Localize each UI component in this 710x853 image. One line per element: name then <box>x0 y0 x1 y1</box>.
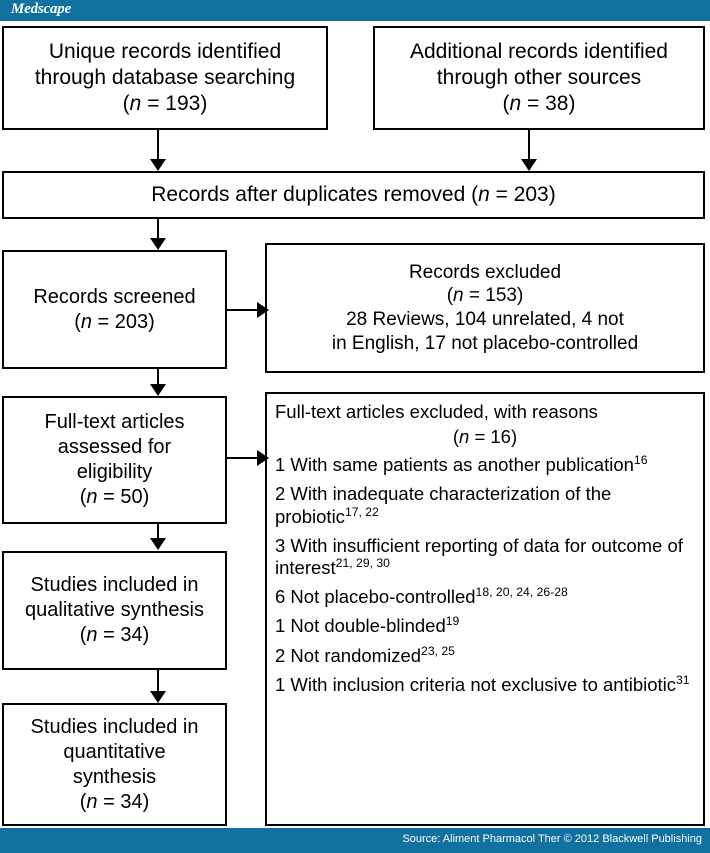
arrowhead-fulltext-to-excluded <box>257 450 269 466</box>
node-line: assessed for <box>57 436 172 458</box>
node-heading: Full-text articles excluded, with reason… <box>275 401 598 422</box>
source-attribution: Source: Aliment Pharmacol Ther © 2012 Bl… <box>402 833 702 845</box>
node-line: Records screened <box>33 285 196 308</box>
exclusion-reason: 1 Not double-blinded19 <box>275 614 460 637</box>
node-count: (n = 34) <box>79 790 150 813</box>
arrowhead-dedupe-to-screened <box>150 238 166 250</box>
exclusion-reason: 2 With inadequate characterization of th… <box>275 483 612 527</box>
node-records-excluded: Records excluded (n = 153) 28 Reviews, 1… <box>265 243 705 373</box>
node-count: (n = 38) <box>502 92 576 116</box>
node-count: (n = 203) <box>74 310 155 333</box>
connector-dedupe-to-screened <box>157 219 159 239</box>
medscape-logo: Medscape <box>11 1 72 17</box>
connector-qualitative-to-quantitative <box>157 670 159 692</box>
medscape-header-bar: Medscape <box>0 0 710 21</box>
arrowhead-screened-to-excluded <box>257 302 269 318</box>
connector-fulltext-to-qualitative <box>157 524 159 539</box>
node-line: through other sources <box>436 65 642 89</box>
node-line: through database searching <box>34 65 296 89</box>
node-line: Unique records identified <box>48 39 282 63</box>
connector-screened-to-fulltext <box>157 369 159 386</box>
arrowhead-db-to-dedupe <box>150 159 166 171</box>
connector-db-to-dedupe <box>157 130 159 160</box>
node-fulltext-articles-excluded: Full-text articles excluded, with reason… <box>265 392 705 826</box>
node-count: (n = 153) <box>446 285 524 307</box>
exclusion-reason: 2 Not randomized23, 25 <box>275 643 455 666</box>
source-footer-bar: Source: Aliment Pharmacol Ther © 2012 Bl… <box>0 828 710 853</box>
connector-screened-to-excluded <box>227 309 259 311</box>
connector-fulltext-to-excluded <box>227 457 259 459</box>
node-count: (n = 193) <box>122 92 208 116</box>
node-line: qualitative synthesis <box>25 599 204 621</box>
arrowhead-qualitative-to-quantitative <box>150 691 166 703</box>
exclusion-reason: 1 With same patients as another publicat… <box>275 453 648 476</box>
connector-other-to-dedupe <box>528 130 530 160</box>
node-line: eligibility <box>76 461 153 483</box>
node-line: Full-text articles <box>44 411 185 433</box>
node-count: (n = 34) <box>79 624 150 646</box>
node-fulltext-assessed-for-eligibility: Full-text articles assessed for eligibil… <box>2 396 227 524</box>
node-line: synthesis <box>72 765 157 788</box>
exclusion-reason: 1 With inclusion criteria not exclusive … <box>275 672 690 695</box>
node-records-identified-other: Additional records identified through ot… <box>373 26 705 130</box>
node-records-screened: Records screened (n = 203) <box>2 250 227 369</box>
node-line: Records excluded <box>408 261 562 283</box>
arrowhead-screened-to-fulltext <box>150 384 166 396</box>
node-studies-included-qualitative-synthesis: Studies included in qualitative synthesi… <box>2 551 227 670</box>
node-studies-included-quantitative-synthesis: Studies included in quantitative synthes… <box>2 703 227 826</box>
node-records-identified-database: Unique records identified through databa… <box>2 26 328 130</box>
node-line: Studies included in <box>30 715 199 738</box>
node-count: (n = 50) <box>79 486 150 508</box>
arrowhead-other-to-dedupe <box>521 159 537 171</box>
node-count: (n = 16) <box>452 426 518 448</box>
node-line: 28 Reviews, 104 unrelated, 4 not <box>346 309 624 330</box>
exclusion-reason: 6 Not placebo-controlled18, 20, 24, 26-2… <box>275 585 568 608</box>
node-line: Additional records identified <box>410 39 668 63</box>
node-records-after-duplicates-removed: Records after duplicates removed (n = 20… <box>2 171 705 219</box>
arrowhead-fulltext-to-qualitative <box>150 538 166 550</box>
node-line: Studies included in <box>30 574 199 596</box>
exclusion-reason: 3 With insufficient reporting of data fo… <box>275 534 683 578</box>
node-line: Records after duplicates removed (n = 20… <box>151 182 556 206</box>
node-line: in English, 17 not placebo-controlled <box>331 332 639 354</box>
node-line: quantitative <box>63 740 166 763</box>
